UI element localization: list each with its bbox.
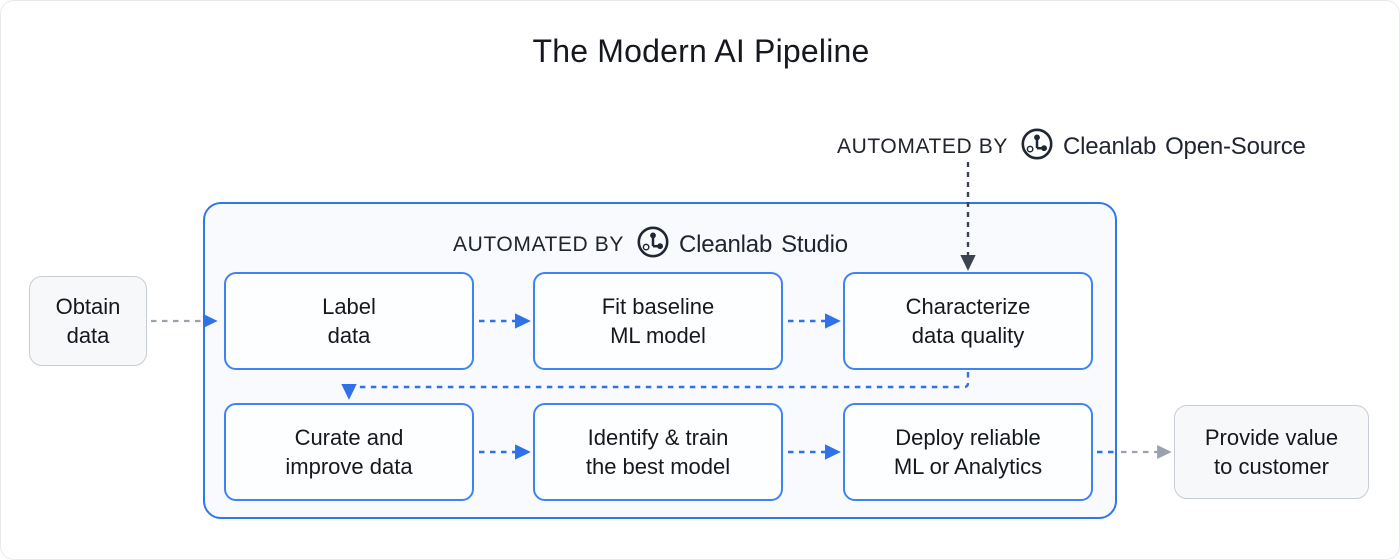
node-fit-baseline-ml-model[interactable]: Fit baseline ML model (533, 272, 783, 370)
node-line-2: ML model (610, 323, 706, 348)
node-line-1: Fit baseline (601, 293, 715, 319)
node-line-1: Obtain (55, 293, 121, 319)
node-line-1: Label (322, 293, 376, 319)
node-line-1: Identify & train (587, 424, 729, 450)
annotation-cleanlab-open-source: AUTOMATED BY Cleanlab Open-Source (837, 127, 1306, 167)
brand-suffix: Open-Source (1165, 133, 1306, 160)
node-identify-and-train-best-model[interactable]: Identify & train the best model (533, 403, 783, 501)
node-line-2: the best model (585, 454, 731, 479)
node-line-2: data (66, 323, 110, 348)
node-line-1: Curate and (294, 424, 404, 450)
node-line-2: improve data (285, 454, 413, 479)
cleanlab-logo-icon (636, 225, 670, 265)
automated-by-label: AUTOMATED BY (453, 233, 624, 256)
node-line-1: Characterize (905, 293, 1031, 319)
brand-name: Cleanlab (678, 231, 773, 258)
node-curate-and-improve-data[interactable]: Curate and improve data (224, 403, 474, 501)
node-obtain-data[interactable]: Obtain data (29, 276, 147, 366)
annotation-cleanlab-studio: AUTOMATED BY Cleanlab Studio (453, 225, 848, 265)
node-line-1: Deploy reliable (895, 424, 1041, 450)
node-line-2: data quality (911, 323, 1025, 348)
node-line-2: data (327, 323, 371, 348)
node-label-data[interactable]: Label data (224, 272, 474, 370)
node-line-2: to customer (1214, 454, 1329, 479)
node-line-2: ML or Analytics (893, 454, 1043, 479)
node-characterize-data-quality[interactable]: Characterize data quality (843, 272, 1093, 370)
cleanlab-logo-icon (1020, 127, 1054, 167)
node-provide-value-to-customer[interactable]: Provide value to customer (1174, 405, 1369, 499)
node-deploy-reliable-ml-or-analytics[interactable]: Deploy reliable ML or Analytics (843, 403, 1093, 501)
brand-suffix: Studio (781, 231, 848, 258)
brand-name: Cleanlab (1062, 133, 1157, 160)
page-title: The Modern AI Pipeline (532, 33, 870, 69)
node-line-1: Provide value (1204, 424, 1339, 450)
automated-by-label: AUTOMATED BY (837, 135, 1008, 158)
